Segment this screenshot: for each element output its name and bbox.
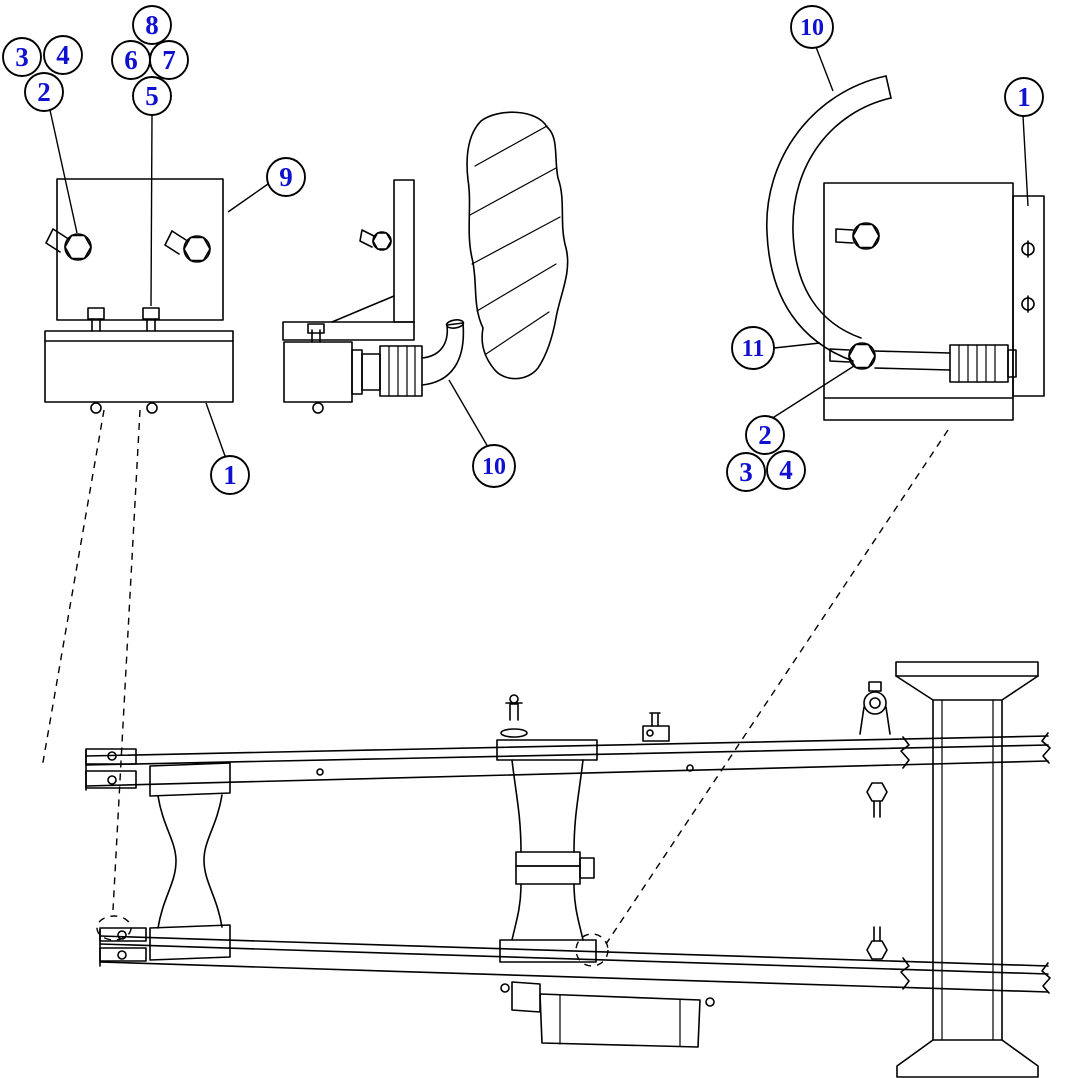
balloon-label: 8	[145, 10, 159, 40]
bolt-head	[852, 222, 880, 250]
clamp	[868, 681, 882, 692]
side-plate	[1012, 195, 1045, 397]
callout-balloon-5[interactable]: 5	[132, 76, 172, 116]
balloon-circle	[132, 76, 172, 116]
balloon-label: 2	[37, 77, 51, 107]
left-bracket-assembly	[44, 178, 234, 414]
middle-elbow-assembly	[282, 111, 569, 414]
balloon-label: 3	[739, 457, 753, 487]
location-reference-leaders	[41, 409, 949, 967]
balloon-label: 2	[758, 420, 772, 450]
balloon-circle	[210, 455, 250, 495]
callout-balloons: 4 3 2 8 6 7 5 9	[2, 5, 1044, 495]
right-bracket-assembly	[766, 75, 1045, 421]
balloon-label: 4	[56, 40, 70, 70]
hose-coupling	[379, 345, 423, 397]
break-line	[900, 736, 910, 769]
balloon-circle	[132, 5, 172, 45]
callout-balloon-8[interactable]: 8	[132, 5, 172, 45]
mounting-plate	[56, 178, 224, 321]
balloon-label: 1	[1017, 82, 1031, 112]
bolt-head	[64, 233, 92, 261]
section-hatching	[469, 125, 561, 355]
frame-section-cutaway	[466, 111, 569, 380]
callout-leader-lines	[49, 46, 1029, 457]
balloon-label: 11	[742, 336, 765, 362]
balloon-circle	[266, 157, 306, 197]
balloon-label: 7	[162, 45, 176, 75]
callout-balloon-9[interactable]: 9	[266, 157, 306, 197]
balloon-circle	[766, 450, 806, 490]
callout-balloon-3-b[interactable]: 3	[726, 452, 766, 492]
balloon-label: 9	[279, 162, 293, 192]
hex-bolt	[866, 940, 888, 960]
mount-location-circle	[575, 933, 609, 967]
hex-bolt	[866, 782, 888, 802]
balloon-circle	[731, 326, 775, 370]
top-rail	[85, 735, 1049, 757]
underslung-box	[539, 993, 701, 1048]
callout-balloon-4-a[interactable]: 4	[43, 35, 83, 75]
balloon-circle	[745, 415, 785, 455]
balloon-circle	[24, 72, 64, 112]
balloon-label: 10	[800, 15, 824, 41]
small-bracket	[642, 725, 670, 742]
fitting-nut	[361, 353, 381, 391]
callout-balloon-2-a[interactable]: 2	[24, 72, 64, 112]
balloon-circle	[790, 5, 834, 49]
middle-pillar	[496, 739, 598, 761]
balloon-label: 1	[223, 460, 237, 490]
balloon-label: 6	[124, 45, 138, 75]
mounting-plate	[823, 182, 1014, 421]
nut	[87, 307, 105, 320]
balloon-circle	[472, 444, 516, 488]
balloon-circle	[726, 452, 766, 492]
balloon-circle	[2, 37, 42, 77]
balloon-circle	[1004, 77, 1044, 117]
clamp-bolt	[848, 342, 876, 370]
bottom-rail	[99, 935, 1049, 967]
callout-balloon-2-b[interactable]: 2	[745, 415, 785, 455]
callout-balloon-4-b[interactable]: 4	[766, 450, 806, 490]
valve-block	[283, 341, 353, 403]
callout-balloon-11[interactable]: 11	[731, 326, 775, 370]
mounting-block	[44, 330, 234, 403]
balloon-label: 5	[145, 81, 159, 111]
callout-balloon-10-a[interactable]: 10	[472, 444, 516, 488]
balloon-label: 10	[482, 454, 506, 480]
elbow-tube	[421, 322, 465, 386]
suspension-tower	[895, 661, 1039, 677]
callout-balloon-3-a[interactable]: 3	[2, 37, 42, 77]
balloon-label: 3	[15, 42, 29, 72]
bolt-head	[183, 235, 211, 263]
callout-balloon-1-b[interactable]: 1	[1004, 77, 1044, 117]
balloon-label: 4	[779, 455, 793, 485]
callout-balloon-6[interactable]: 6	[111, 40, 151, 80]
mount-location-circle	[96, 915, 132, 941]
callout-balloon-7[interactable]: 7	[149, 40, 189, 80]
balloon-circle	[43, 35, 83, 75]
callout-balloon-10-b[interactable]: 10	[790, 5, 834, 49]
callout-balloon-1-a[interactable]: 1	[210, 455, 250, 495]
frame-rail-view	[85, 661, 1051, 1078]
angle-bracket	[393, 179, 415, 323]
curved-hose	[766, 75, 887, 362]
nut	[142, 307, 160, 320]
left-cross-member	[149, 762, 231, 797]
pillar-top-bolt	[505, 702, 523, 721]
balloon-circle	[149, 40, 189, 80]
